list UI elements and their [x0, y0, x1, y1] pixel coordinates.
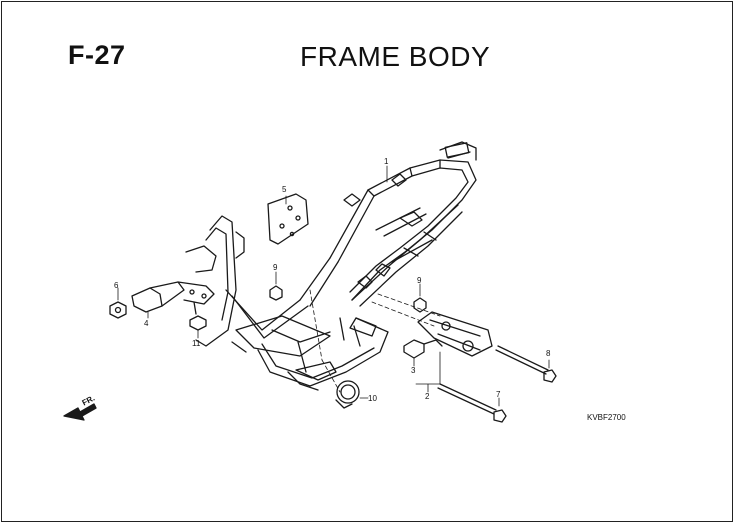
callout-number: 6 — [114, 281, 119, 290]
diagram-code: KVBF2700 — [587, 413, 626, 422]
callout-number: 1 — [384, 157, 389, 166]
diagram-title: FRAME BODY — [300, 41, 491, 72]
callout-number: 10 — [368, 394, 377, 403]
nut-part-6 — [109, 287, 127, 319]
leader-line-dashed — [309, 289, 341, 393]
nut-part-9-right — [413, 283, 427, 313]
plate-part-5 — [267, 193, 309, 245]
section-code: F-27 — [68, 40, 126, 70]
bolt-part-11 — [189, 301, 207, 339]
callout-number: 3 — [411, 366, 416, 375]
callout-number: 2 — [425, 392, 430, 401]
engine-hanger-part-2 — [371, 293, 493, 393]
bracket-part-4 — [131, 281, 215, 319]
callout-number: 11 — [192, 339, 201, 348]
callout-number: 5 — [282, 185, 287, 194]
front-direction-arrow — [63, 403, 97, 421]
callout-number: 4 — [144, 319, 149, 328]
nut-part-9-left — [269, 271, 283, 301]
main-frame-part — [185, 141, 477, 391]
clip-part-10 — [335, 380, 369, 409]
bolt-part-7 — [437, 383, 507, 423]
callout-number: 9 — [417, 276, 422, 285]
callout-number: 8 — [546, 349, 551, 358]
damper-part-3 — [403, 339, 443, 367]
bolt-part-8 — [495, 345, 557, 383]
callout-number: 7 — [496, 390, 501, 399]
callout-labels: 1 2 3 4 5 6 7 8 9 9 10 11 — [114, 157, 551, 403]
callout-number: 9 — [273, 263, 278, 272]
